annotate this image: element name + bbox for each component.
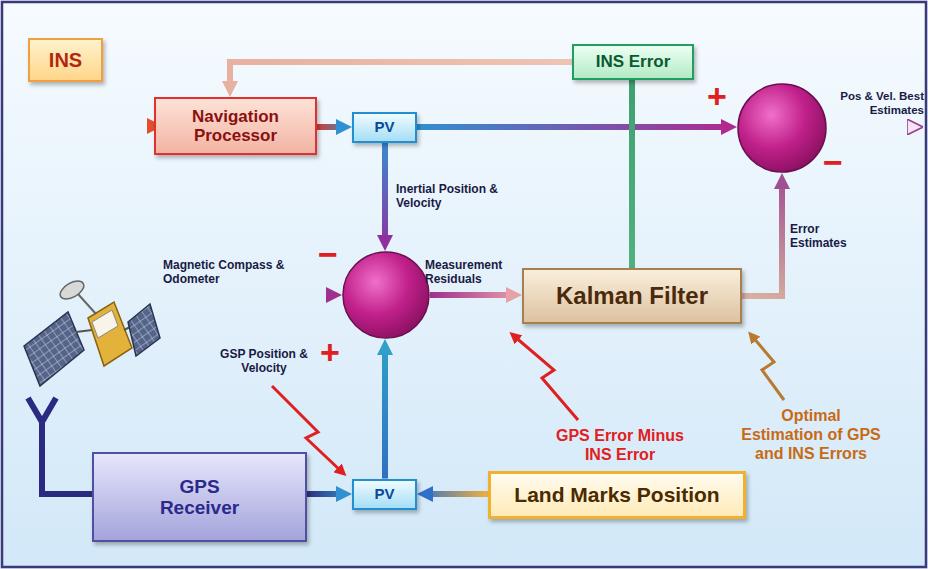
- receiver-box: GPS Receiver: [92, 452, 307, 542]
- satellite-module: [92, 310, 118, 338]
- panel-arm: [76, 330, 92, 332]
- junction-circle: [343, 252, 429, 338]
- flow-arrow: [427, 491, 488, 497]
- flow-arrow: [382, 349, 388, 479]
- output-arrow: [827, 124, 913, 130]
- flow-arrow: [382, 143, 388, 242]
- box-text: PV: [374, 486, 394, 503]
- ins-input-arrow: [108, 123, 153, 129]
- dish-mount: [78, 294, 96, 314]
- pv-box: PV: [352, 112, 417, 143]
- box-text: Kalman Filter: [556, 283, 708, 310]
- error-box: INS Error: [572, 44, 694, 80]
- box-text: GPS Receiver: [150, 476, 250, 519]
- box-text: INS: [49, 49, 82, 71]
- system-tag: INS: [28, 38, 103, 82]
- error-link: [629, 80, 635, 268]
- callout-note: Optimal Estimation of GPS and INS Errors: [740, 406, 882, 464]
- input-label: Magnetic Compass & Odometer: [163, 258, 303, 287]
- sign-symbol: −: [318, 237, 338, 271]
- flow-arrow: [307, 491, 342, 497]
- lightning-pointer: [752, 336, 784, 400]
- filter-box: Kalman Filter: [522, 268, 742, 324]
- flow-arrow: [317, 124, 342, 130]
- pv-box: PV: [352, 479, 417, 510]
- flow-arrow: [430, 292, 512, 298]
- satellite-illustration: [24, 277, 160, 386]
- edge-label: Inertial Position & Velocity: [396, 182, 521, 211]
- sign-symbol: −: [823, 145, 843, 179]
- box-text: INS Error: [596, 52, 671, 71]
- junction-outline: [342, 251, 430, 339]
- satellite-dish: [57, 277, 87, 302]
- output-label: Pos & Vel. Best Estimates: [824, 90, 924, 118]
- antenna-symbol: [28, 398, 92, 494]
- compass-input-arrow: [158, 292, 332, 298]
- sign-symbol: +: [707, 79, 727, 113]
- edge-label: Error Estimates: [790, 222, 862, 251]
- flow-arrow: [417, 124, 727, 130]
- solar-panel: [24, 312, 84, 386]
- edge-label: Measurement Residuals: [425, 258, 520, 287]
- box-text: Navigation Processor: [156, 107, 315, 145]
- box-text: Land Marks Position: [514, 483, 719, 507]
- box-text: PV: [374, 119, 394, 136]
- summing-junction: −+: [342, 251, 430, 339]
- landmark-box: Land Marks Position: [488, 471, 746, 519]
- lightning-pointer: [514, 336, 578, 420]
- junction-outline: [737, 83, 827, 173]
- feedback-arrow: [230, 62, 572, 87]
- sign-symbol: +: [320, 335, 340, 369]
- summing-junction: +−: [737, 83, 827, 173]
- junction-circle: [738, 84, 826, 172]
- process-box: Navigation Processor: [154, 97, 317, 155]
- signal-label: GSP Position & Velocity: [208, 347, 320, 376]
- solar-panel: [128, 304, 160, 356]
- flow-arrow: [742, 183, 782, 296]
- callout-note: GPS Error Minus INS Error: [550, 426, 690, 464]
